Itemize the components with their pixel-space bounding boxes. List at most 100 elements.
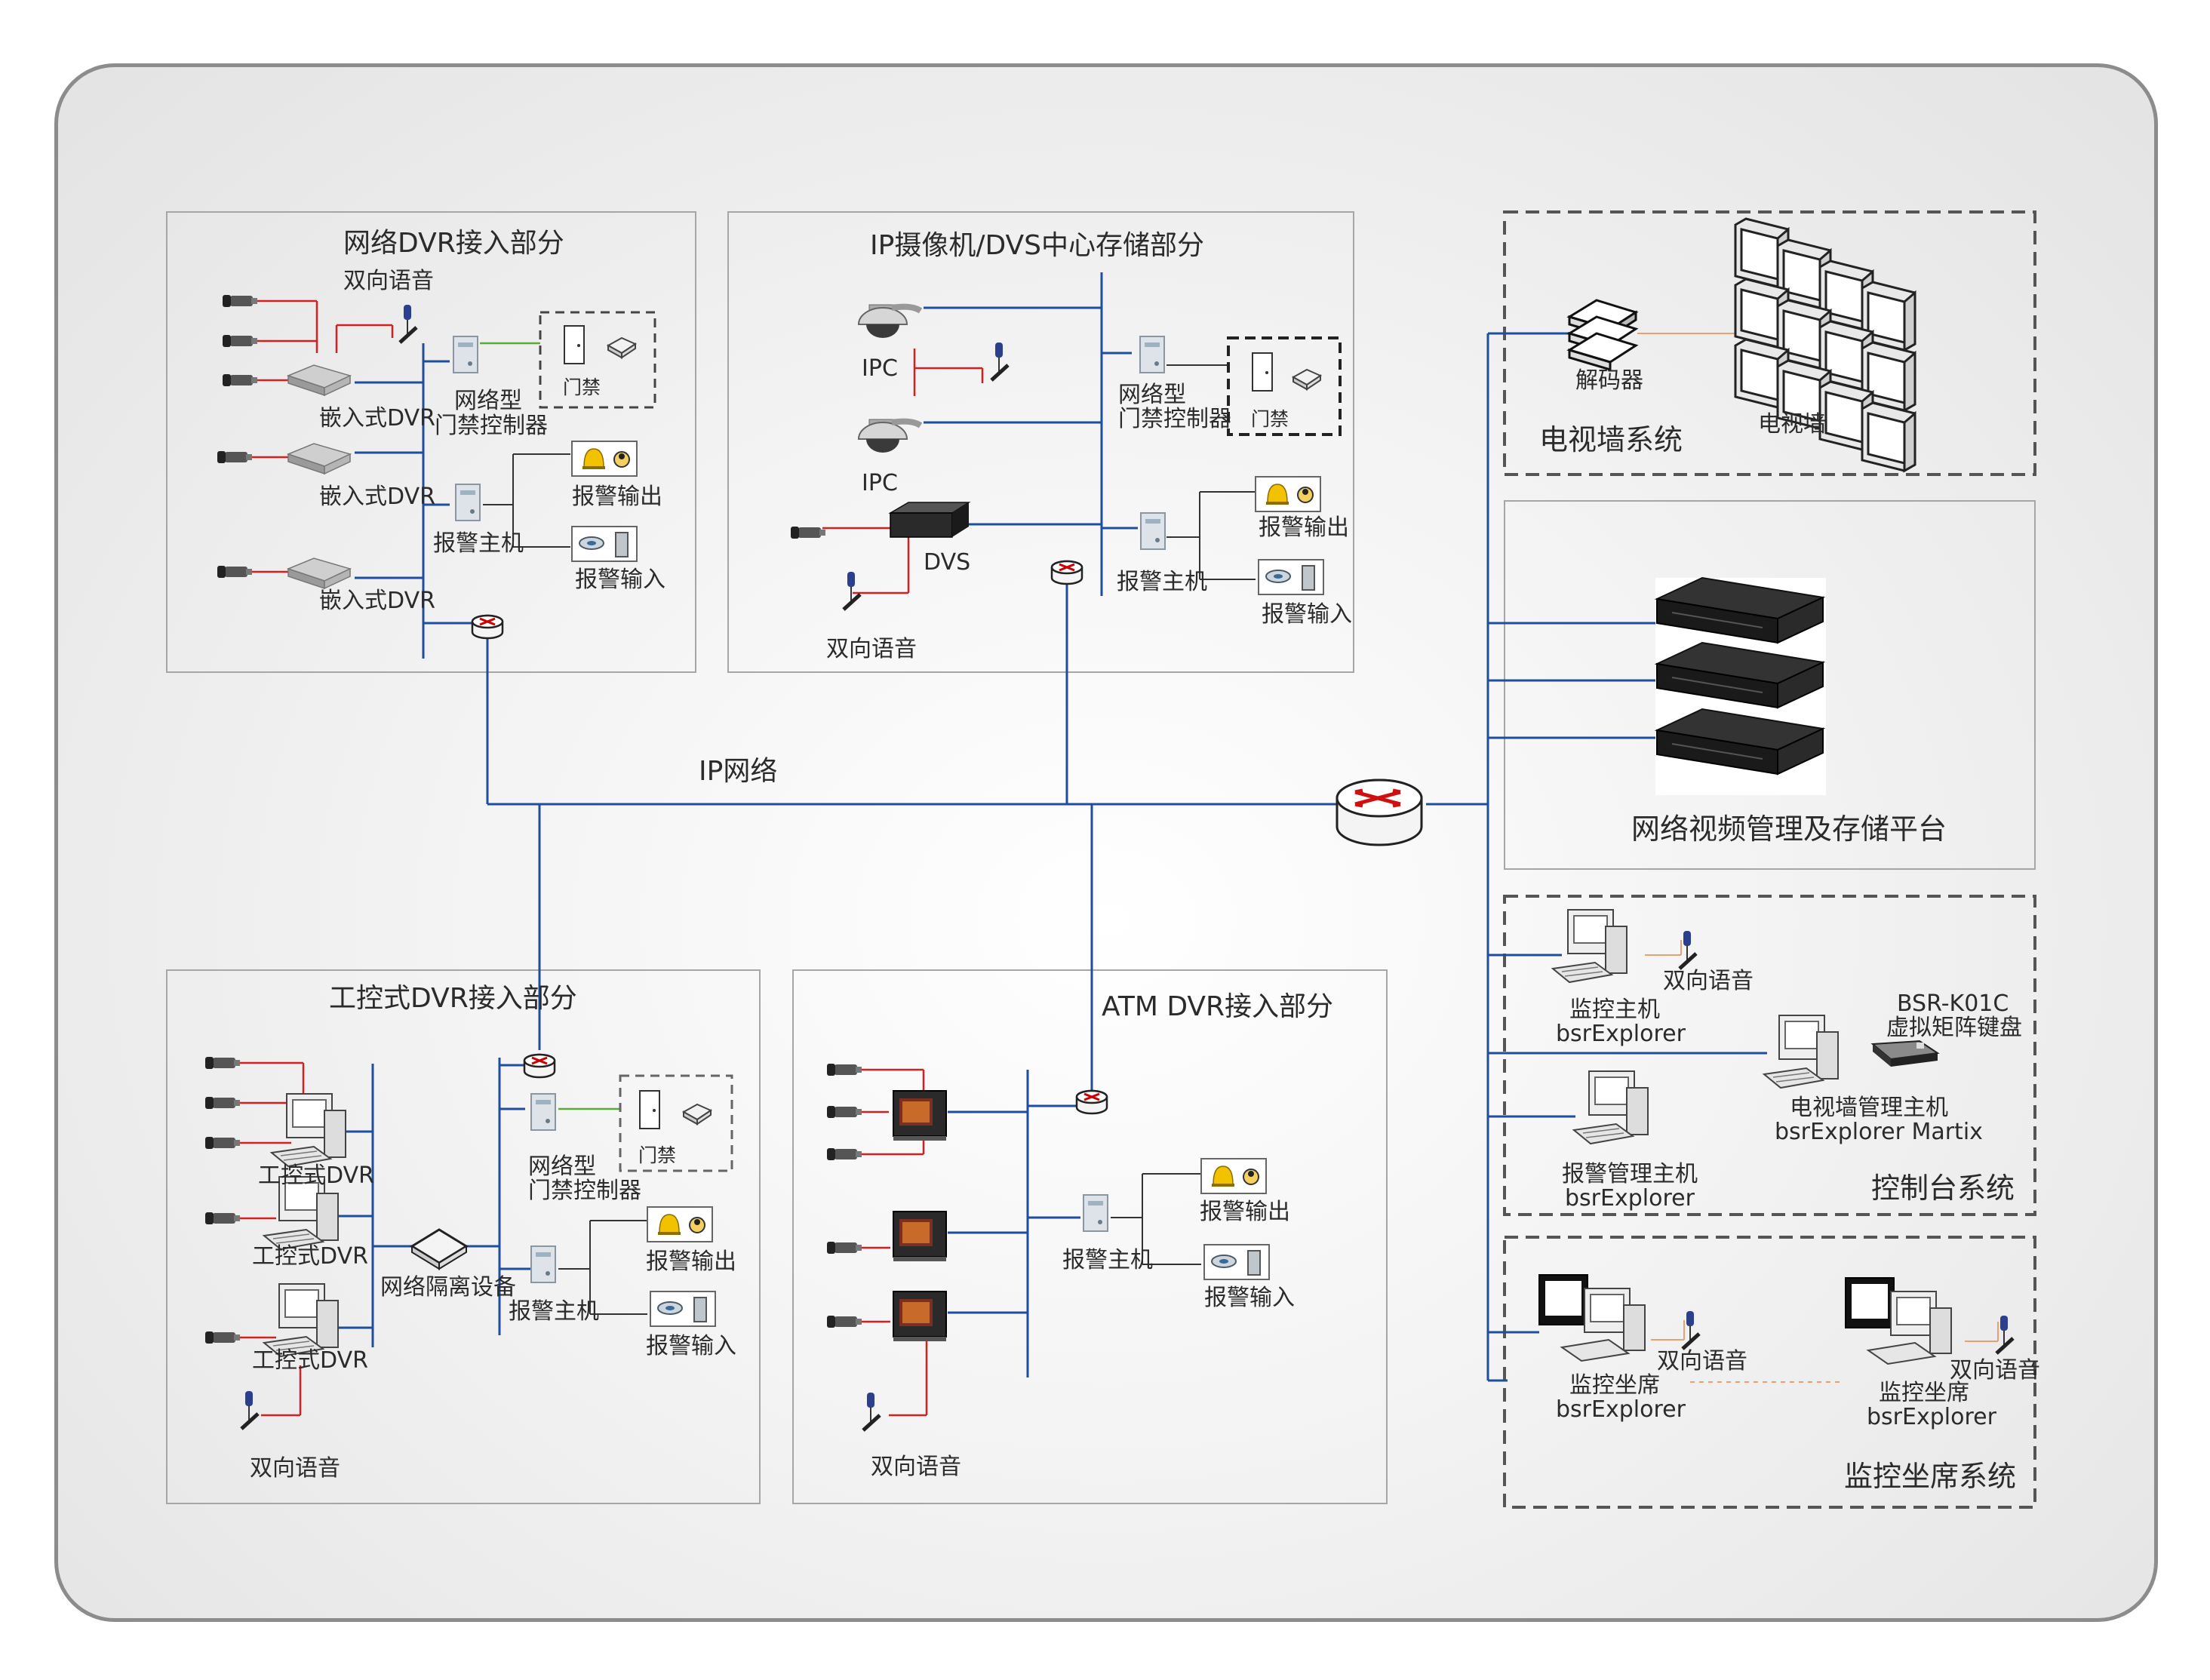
microphone-icon: [863, 1393, 880, 1430]
access-controller-icon: [1139, 336, 1165, 373]
embedded-dvr-label: 嵌入式DVR: [319, 484, 435, 510]
embedded-dvr-icon: [287, 364, 351, 396]
section-title-network-dvr: 网络DVR接入部分: [343, 228, 564, 259]
section-box-console: [1503, 895, 2036, 1216]
alarm-output-icon: [647, 1206, 713, 1242]
tv-wall-label: 电视墙: [1758, 411, 1826, 438]
seat-pc-icon: [1845, 1277, 1952, 1365]
microphone-icon: [991, 342, 1008, 380]
camera-icon: [205, 1097, 240, 1109]
industrial-dvr-label: 工控式DVR: [252, 1243, 368, 1270]
camera-icon: [205, 1212, 240, 1224]
section-box-seat: [1503, 1236, 2036, 1509]
section-title-ip-dvs: IP摄像机/DVS中心存储部分: [870, 230, 1204, 261]
embedded-dvr-label: 嵌入式DVR: [319, 405, 435, 432]
isolation-device-label: 网络隔离设备: [380, 1274, 516, 1301]
microphone-icon: [241, 1391, 258, 1429]
seat-pc-icon: [1538, 1274, 1646, 1362]
access-controller-icon: [453, 336, 478, 373]
card-reader-icon: [683, 1104, 712, 1125]
voice-label: 双向语音: [826, 636, 917, 662]
access-controller-label: 门禁控制器: [528, 1178, 641, 1204]
seat-label: 监控坐席: [1879, 1380, 1969, 1406]
dvs-icon: [888, 502, 971, 538]
section-box-ip-dvs: [727, 211, 1354, 673]
console-section: 监控主机 bsrExplorer 双向语音 BSR-K01C 虚拟矩阵键盘 电视…: [1552, 909, 2022, 1212]
seat-label: 监控坐席: [1569, 1372, 1660, 1399]
ipc-label: IPC: [862, 470, 898, 496]
alarm-input-icon: [1203, 1244, 1270, 1280]
camera-icon: [827, 1242, 862, 1254]
network-dvr-section: 网络DVR接入部分 双向语音 嵌入式DVR 嵌入式DVR 嵌入式DVR 网络型 …: [217, 228, 665, 659]
access-controller-label: 门禁控制器: [1118, 406, 1231, 432]
section-box-atm-dvr: [792, 969, 1388, 1504]
camera-icon: [223, 374, 257, 386]
ip-backbone: [486, 332, 1767, 1382]
access-controller-label: 门禁控制器: [435, 413, 548, 439]
section-title-seat: 监控坐席系统: [1844, 1460, 2016, 1493]
core-router-icon: [1336, 779, 1423, 846]
camera-icon: [827, 1106, 862, 1118]
alarm-host-label: 报警主机: [1117, 569, 1207, 595]
camera-icon: [217, 566, 252, 578]
microphone-icon: [400, 305, 416, 342]
alarm-host-label: 报警主机: [509, 1298, 599, 1325]
card-reader-icon: [607, 337, 636, 358]
microphone-icon: [1996, 1316, 2013, 1353]
alarm-output-label: 报警输出: [1259, 514, 1349, 541]
monitor-host-software-label: bsrExplorer: [1556, 1021, 1686, 1047]
section-box-platform: [1504, 500, 2036, 870]
tv-wall-host-software-label: bsrExplorer Martix: [1775, 1119, 1983, 1145]
router-icon: [1075, 1089, 1108, 1115]
alarm-input-icon: [1258, 559, 1324, 595]
keyboard-model-label: BSR-K01C: [1897, 990, 2009, 1017]
camera-icon: [827, 1148, 862, 1160]
ipc-dome-icon: [859, 419, 921, 453]
isolation-device-icon: [410, 1228, 469, 1270]
microphone-icon: [1680, 931, 1696, 969]
alarm-mgmt-host-label: 报警管理主机: [1562, 1161, 1698, 1187]
seat-software-label: bsrExplorer: [1867, 1404, 1997, 1430]
keyboard-name-label: 虚拟矩阵键盘: [1886, 1015, 2022, 1041]
camera-icon: [223, 295, 257, 307]
voice-label: 双向语音: [1663, 968, 1754, 994]
dvs-label: DVS: [924, 549, 970, 576]
alarm-mgmt-software-label: bsrExplorer: [1565, 1185, 1695, 1212]
access-controller-label: 网络型: [454, 388, 522, 414]
door-icon: [639, 1090, 660, 1129]
voice-label: 双向语音: [343, 268, 434, 294]
decoder-icon: [1566, 299, 1639, 372]
camera-icon: [827, 1316, 862, 1328]
access-controller-label: 网络型: [1118, 382, 1186, 408]
platform-section: 网络视频管理及存储平台: [1631, 577, 1947, 846]
door-access-label: 门禁: [1251, 408, 1289, 430]
decoder-label: 解码器: [1575, 367, 1643, 394]
door-icon: [564, 325, 585, 364]
embedded-dvr-icon: [287, 443, 351, 475]
alarm-output-icon: [1200, 1158, 1267, 1194]
alarm-input-label: 报警输入: [1262, 601, 1352, 628]
voice-label: 双向语音: [1950, 1357, 2040, 1384]
section-title-atm-dvr: ATM DVR接入部分: [1102, 991, 1333, 1022]
microphone-icon: [1683, 1311, 1699, 1349]
industrial-dvr-label: 工控式DVR: [252, 1347, 368, 1374]
section-box-tv-wall: [1503, 210, 2036, 476]
alarm-host-icon: [455, 484, 481, 521]
monitor-host-pc-icon: [1552, 909, 1628, 983]
alarm-host-icon: [1083, 1194, 1108, 1232]
alarm-input-label: 报警输入: [646, 1333, 736, 1359]
camera-icon: [827, 1064, 862, 1076]
section-box-network-dvr: [166, 211, 696, 673]
router-icon: [1050, 560, 1083, 585]
alarm-mgmt-pc-icon: [1573, 1070, 1649, 1144]
ip-dvs-section: IP摄像机/DVS中心存储部分 IPC IPC DVS 双向语音 网络型 门禁控…: [791, 230, 1352, 662]
alarm-output-label: 报警输出: [646, 1248, 736, 1275]
alarm-output-label: 报警输出: [572, 484, 662, 510]
alarm-host-label: 报警主机: [433, 530, 524, 557]
ip-network-label: IP网络: [699, 756, 777, 787]
router-icon: [471, 614, 504, 640]
alarm-input-label: 报警输入: [1204, 1285, 1295, 1311]
alarm-output-icon: [571, 441, 638, 477]
